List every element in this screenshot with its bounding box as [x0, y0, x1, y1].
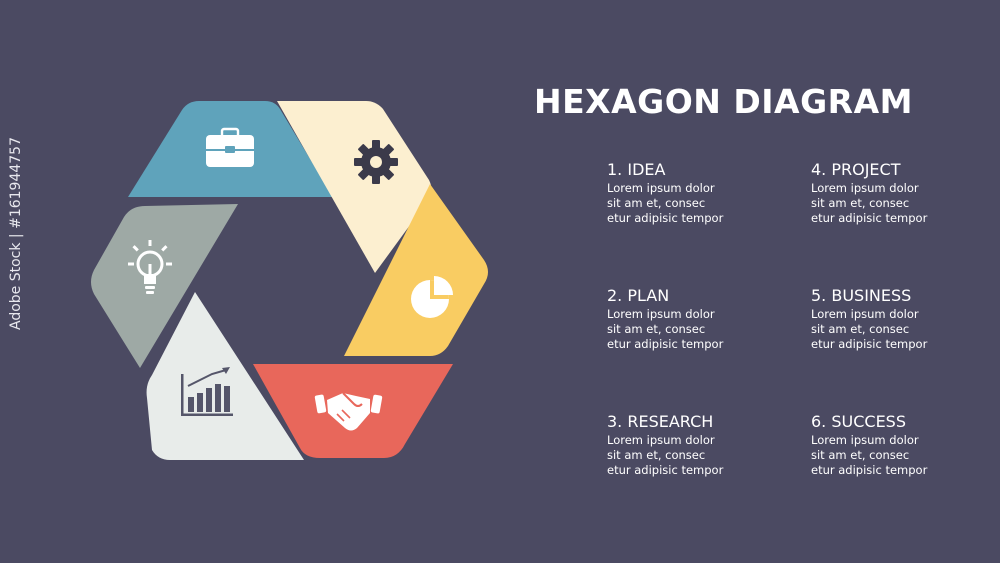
pie-chart-icon [411, 276, 453, 318]
segment-3 [344, 184, 488, 356]
item-description: Lorem ipsum dolor sit am et, consec etur… [811, 181, 928, 225]
list-item: 4. PROJECT Lorem ipsum dolor sit am et, … [811, 160, 1000, 226]
stock-id-watermark: Adobe Stock | #161944757 [8, 137, 24, 330]
item-heading: 1. IDEA [607, 160, 666, 179]
list-item: 2. PLAN Lorem ipsum dolor sit am et, con… [607, 286, 807, 352]
item-description: Lorem ipsum dolor sit am et, consec etur… [607, 181, 724, 225]
item-heading: 4. PROJECT [811, 160, 901, 179]
page-title: HEXAGON DIAGRAM [534, 82, 913, 121]
handshake-icon [314, 392, 383, 431]
item-heading: 6. SUCCESS [811, 412, 906, 431]
briefcase-icon [206, 127, 254, 167]
list-item: 1. IDEA Lorem ipsum dolor sit am et, con… [607, 160, 807, 226]
item-description: Lorem ipsum dolor sit am et, consec etur… [607, 307, 724, 351]
item-description: Lorem ipsum dolor sit am et, consec etur… [607, 433, 724, 477]
segment-5 [146, 292, 304, 460]
segment-2 [277, 101, 432, 273]
segment-6 [91, 204, 238, 368]
list-item: 5. BUSINESS Lorem ipsum dolor sit am et,… [811, 286, 1000, 352]
item-description: Lorem ipsum dolor sit am et, consec etur… [811, 433, 928, 477]
item-heading: 5. BUSINESS [811, 286, 912, 305]
item-description: Lorem ipsum dolor sit am et, consec etur… [811, 307, 928, 351]
list-item: 6. SUCCESS Lorem ipsum dolor sit am et, … [811, 412, 1000, 478]
bar-chart-icon [181, 367, 233, 416]
list-item: 3. RESEARCH Lorem ipsum dolor sit am et,… [607, 412, 807, 478]
item-heading: 3. RESEARCH [607, 412, 714, 431]
gear-icon [354, 140, 398, 184]
lightbulb-icon [128, 240, 172, 294]
item-heading: 2. PLAN [607, 286, 670, 305]
